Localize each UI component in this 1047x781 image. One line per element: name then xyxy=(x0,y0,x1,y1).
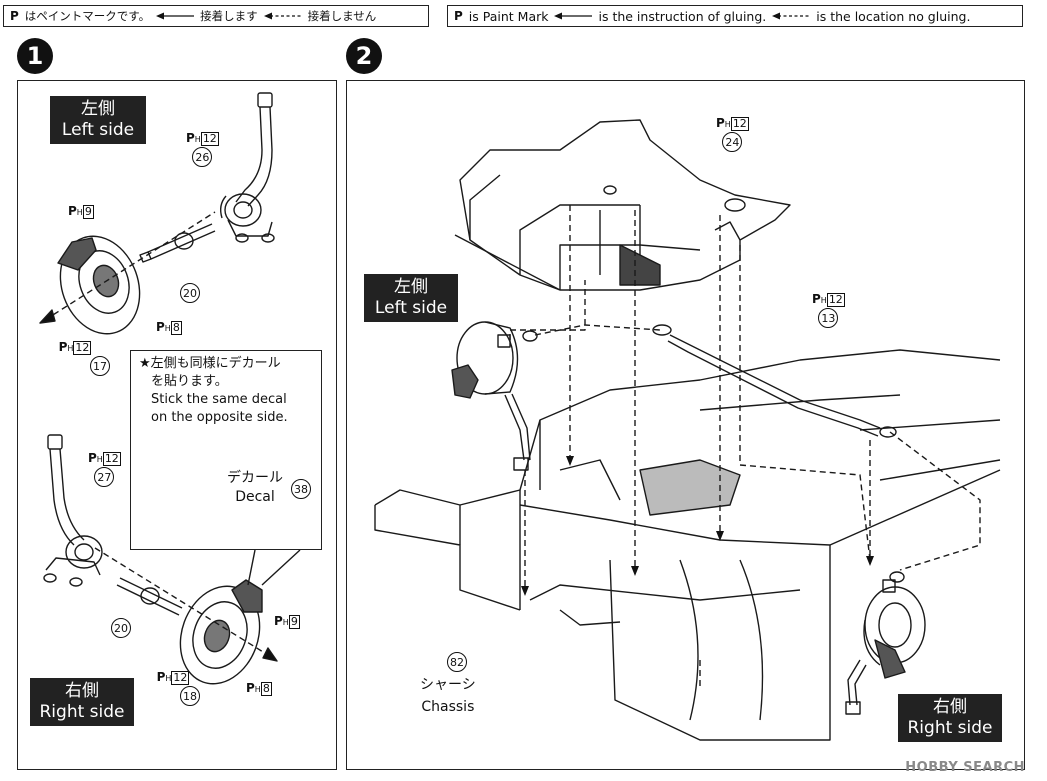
part-number-20-left: 20 xyxy=(180,283,200,303)
tie-rod-part xyxy=(652,324,897,438)
part-number-20-right: 20 xyxy=(111,618,131,638)
solid-arrow-icon xyxy=(156,12,195,20)
solid-arrow-icon xyxy=(554,12,593,20)
part-number-badge: 26 xyxy=(192,147,213,167)
part-number-82: 82 xyxy=(447,652,467,672)
right-brake-disc xyxy=(179,579,263,685)
chassis-part xyxy=(374,349,1001,741)
right-hub-assembly xyxy=(845,571,926,715)
part-number-38: 38 xyxy=(291,479,311,499)
legend-japanese: P はペイントマークです。 接着します 接着しません xyxy=(3,5,429,27)
left-knuckle-part xyxy=(219,92,275,243)
assembly-guide-lines xyxy=(509,205,981,690)
no-glue-text: 接着しません xyxy=(307,9,377,23)
part-number-badge: 24 xyxy=(722,132,743,152)
right-knuckle-part xyxy=(43,434,103,587)
decal-note-box: ★左側も同様にデカール を貼ります。 Stick the same decal … xyxy=(130,350,322,550)
dashed-arrow-icon xyxy=(772,12,811,20)
dashed-arrow-icon xyxy=(263,12,302,20)
part-number-badge: 27 xyxy=(94,467,115,487)
step-2-badge: 2 xyxy=(346,38,382,74)
legend-english: P is Paint Mark is the instruction of gl… xyxy=(447,5,1023,27)
right-axle-shaft xyxy=(116,577,183,616)
part-number-badge: 13 xyxy=(818,308,839,328)
step-1-badge: 1 xyxy=(17,38,53,74)
chassis-label: シャーシ Chassis xyxy=(420,677,476,715)
paint-mark-text: はペイントマークです。 xyxy=(24,9,151,23)
no-glue-text: is the location no gluing. xyxy=(816,8,971,24)
decal-label: デカール Decal xyxy=(227,470,283,505)
paint-mark-text: is Paint Mark xyxy=(468,8,549,24)
left-hub-assembly xyxy=(451,321,538,471)
paint-mark-symbol: P xyxy=(454,9,463,23)
decal-note-text: ★左側も同様にデカール を貼ります。 Stick the same decal … xyxy=(139,356,288,425)
part-number-badge: 18 xyxy=(180,686,200,706)
glue-text: 接着します xyxy=(200,9,258,23)
crossmember-part xyxy=(454,119,791,291)
glue-text: is the instruction of gluing. xyxy=(598,8,767,24)
paint-mark-symbol: P xyxy=(10,9,19,23)
part-number-badge: 17 xyxy=(90,356,110,376)
left-axle-shaft xyxy=(139,223,216,263)
watermark: HOBBY SEARCH xyxy=(905,760,1025,775)
